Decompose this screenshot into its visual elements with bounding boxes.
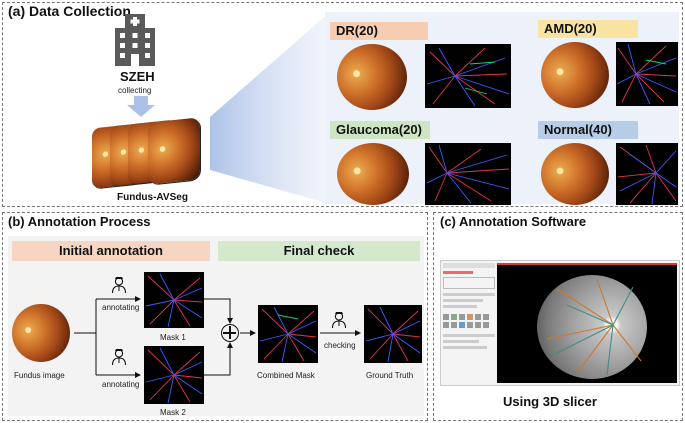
dr-fundus-image — [337, 44, 407, 110]
ground-truth-label: Ground Truth — [366, 371, 414, 380]
combined-mask-label: Combined Mask — [257, 371, 315, 380]
panel-b-title: (b) Annotation Process — [8, 214, 151, 229]
checking-label: checking — [324, 341, 356, 350]
normal-vessel-map — [616, 143, 678, 205]
final-check-band: Final check — [218, 241, 420, 261]
input-fundus-image — [12, 304, 70, 362]
annotator-icon — [111, 349, 127, 365]
checker-icon — [331, 312, 347, 328]
group-normal-tag: Normal(40) — [538, 121, 638, 139]
slice-view — [497, 263, 677, 383]
hospital-icon — [115, 14, 155, 66]
combined-mask-image — [258, 305, 318, 363]
dataset-label: Fundus-AVSeg — [117, 192, 188, 203]
normal-fundus-image — [541, 143, 609, 205]
glaucoma-fundus-image — [337, 143, 409, 205]
panel-annotation-software — [433, 212, 683, 421]
down-arrow-icon — [127, 96, 155, 117]
module-panel — [443, 263, 495, 383]
annotating-bottom-label: annotating — [102, 380, 140, 389]
ground-truth-image — [364, 305, 422, 363]
process-area — [8, 236, 424, 416]
fundus-image-label: Fundus image — [14, 371, 65, 380]
hospital-label: SZEH — [120, 69, 155, 84]
mask-1-image — [144, 272, 204, 328]
grayscale-fundus — [537, 275, 647, 379]
group-dr-tag: DR(20) — [330, 22, 428, 40]
merge-icon — [221, 324, 239, 342]
vessel-overlay — [546, 278, 642, 376]
mask-1-label: Mask 1 — [160, 333, 186, 342]
panel-c-title: (c) Annotation Software — [440, 214, 587, 229]
amd-fundus-image — [541, 42, 609, 108]
panel-annotation-process — [2, 212, 428, 421]
glaucoma-vessel-map — [425, 143, 511, 205]
annotator-icon — [111, 277, 127, 293]
group-amd-tag: AMD(20) — [538, 20, 638, 38]
mask-2-label: Mask 2 — [160, 408, 186, 417]
initial-annotation-band: Initial annotation — [12, 241, 210, 261]
group-glaucoma-tag: Glaucoma(20) — [330, 121, 430, 139]
software-screenshot — [440, 260, 680, 386]
collecting-label: collecting — [118, 86, 152, 95]
projection-beam — [210, 12, 330, 204]
mask-2-image — [144, 346, 204, 404]
panel-a-title: (a) Data Collection — [8, 3, 131, 19]
dr-vessel-map — [425, 44, 511, 108]
process-connectors — [74, 296, 361, 378]
amd-vessel-map — [616, 42, 678, 106]
software-caption: Using 3D slicer — [503, 394, 597, 409]
panel-data-collection — [2, 2, 683, 207]
annotating-top-label: annotating — [102, 303, 140, 312]
